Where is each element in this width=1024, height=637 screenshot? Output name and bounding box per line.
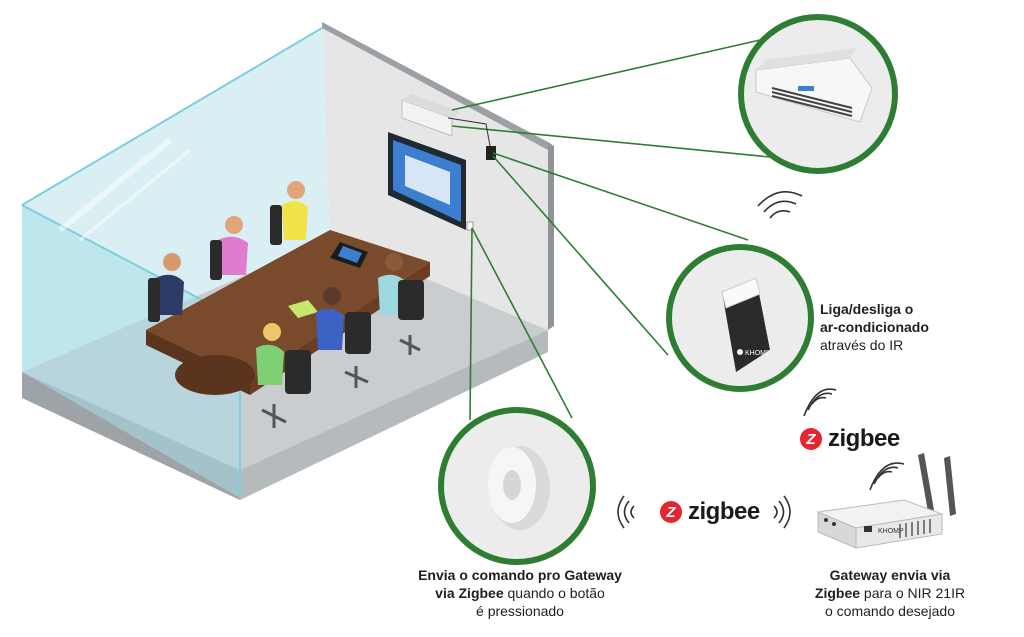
gateway-device: KHOMP: [816, 453, 956, 549]
person: [218, 216, 248, 275]
ac-detail-circle: [738, 14, 898, 174]
zigbee-logo: Z zigbee: [660, 498, 760, 526]
signal-icon: [617, 495, 635, 529]
button-detail-circle: [438, 407, 596, 565]
signal-icon: [757, 190, 803, 219]
gateway-caption-line1: Gateway envia via: [829, 567, 951, 583]
ir-device-circle: KHOMP: [666, 244, 814, 392]
signal-icon: [803, 388, 837, 417]
person: [256, 323, 284, 385]
gateway-caption-line2-rest: para o NIR 21IR: [860, 585, 966, 601]
signal-icon: [773, 495, 791, 529]
button-caption-line3: é pressionado: [476, 603, 564, 619]
button-caption-line2-rest: quando o botão: [503, 585, 605, 601]
zigbee-mark-icon: Z: [800, 428, 822, 450]
zigbee-wordmark: zigbee: [688, 498, 760, 525]
zigbee-mark-icon: Z: [660, 501, 682, 523]
meeting-room: [21, 22, 554, 500]
ir-caption-line2: ar-condicionado: [820, 319, 929, 335]
signal-icon: [869, 462, 905, 491]
person: [282, 181, 308, 240]
ir-caption-line3: através do IR: [820, 337, 904, 353]
zigbee-wordmark: zigbee: [828, 425, 900, 452]
button-caption-line1: Envia o comando pro Gateway: [418, 567, 622, 583]
gateway-caption: Gateway envia via Zigbee para o NIR 21IR…: [790, 566, 990, 620]
button-caption: Envia o comando pro Gateway via Zigbee q…: [390, 566, 650, 620]
gateway-caption-line2-bold: Zigbee: [814, 585, 861, 601]
person: [156, 253, 184, 315]
zigbee-logo: Z zigbee: [800, 425, 900, 453]
connector-lines: [451, 39, 781, 421]
khomp-mark: KHOMP: [878, 528, 904, 535]
person: [316, 287, 344, 350]
ir-caption: Liga/desliga o ar-condicionado através d…: [820, 300, 970, 354]
khomp-mark: KHOMP: [745, 350, 771, 357]
gateway-caption-line3: o comando desejado: [825, 603, 955, 619]
ir-caption-line1: Liga/desliga o: [820, 301, 914, 317]
button-caption-line2-bold: via Zigbee: [435, 585, 504, 601]
